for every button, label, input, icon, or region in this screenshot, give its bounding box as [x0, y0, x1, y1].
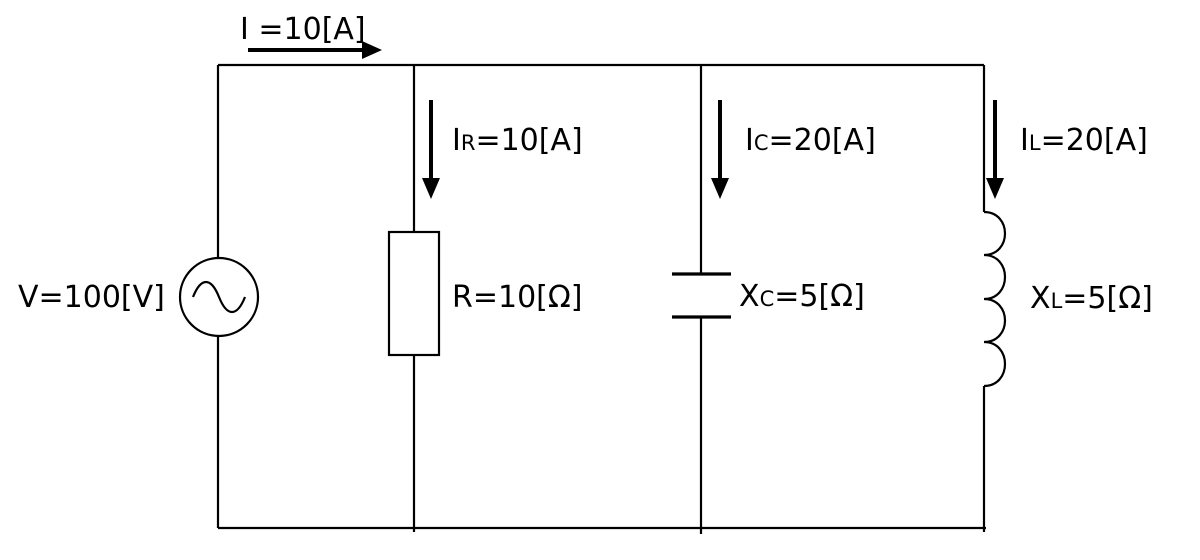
capacitor-reactance-subscript: C — [760, 287, 775, 311]
capacitor-reactance-value: =5[Ω] — [774, 279, 865, 314]
inductor-current-subscript: L — [1029, 131, 1041, 155]
inductor-reactance-value: =5[Ω] — [1062, 281, 1153, 316]
source-voltage-label: V=100[V] — [18, 280, 165, 315]
capacitor-current-arrow — [711, 100, 729, 199]
total-current-label: I =10[A] — [240, 12, 366, 47]
circuit-wires — [216, 63, 986, 534]
inductor-reactance-symbol: X — [1030, 281, 1051, 316]
capacitor-current-value: =20[A] — [769, 123, 876, 158]
inductor-current-label: IL=20[A] — [1020, 123, 1148, 158]
resistor-current-arrow — [422, 100, 440, 199]
capacitor-reactance-label: XC=5[Ω] — [739, 279, 865, 314]
capacitor — [672, 272, 731, 319]
resistor-current-value: =10[A] — [475, 123, 582, 158]
resistor — [387, 230, 441, 357]
total-current-arrow-head — [362, 41, 382, 59]
capacitor-current-subscript: C — [754, 131, 769, 155]
resistor-current-symbol: I — [452, 123, 461, 158]
capacitor-current-label: IC=20[A] — [745, 123, 876, 158]
inductor-coil — [983, 210, 1007, 388]
resistor-current-arrow-head — [422, 178, 440, 199]
inductor-current-arrow-head — [986, 178, 1004, 199]
inductor-reactance-subscript: L — [1051, 289, 1063, 313]
capacitor-reactance-symbol: X — [739, 279, 760, 314]
total-current-arrow — [248, 41, 382, 59]
sine-wave-icon — [191, 280, 247, 314]
inductor-reactance-label: XL=5[Ω] — [1030, 281, 1153, 316]
resistor-current-subscript: R — [461, 131, 476, 155]
resistor-value-label: R=10[Ω] — [452, 280, 583, 315]
resistor-current-label: IR=10[A] — [452, 123, 583, 158]
inductor-current-value: =20[A] — [1041, 123, 1148, 158]
capacitor-current-arrow-head — [711, 178, 729, 199]
capacitor-current-symbol: I — [745, 123, 754, 158]
inductor-current-arrow — [986, 100, 1004, 199]
ac-source — [178, 256, 260, 338]
inductor-current-symbol: I — [1020, 123, 1029, 158]
